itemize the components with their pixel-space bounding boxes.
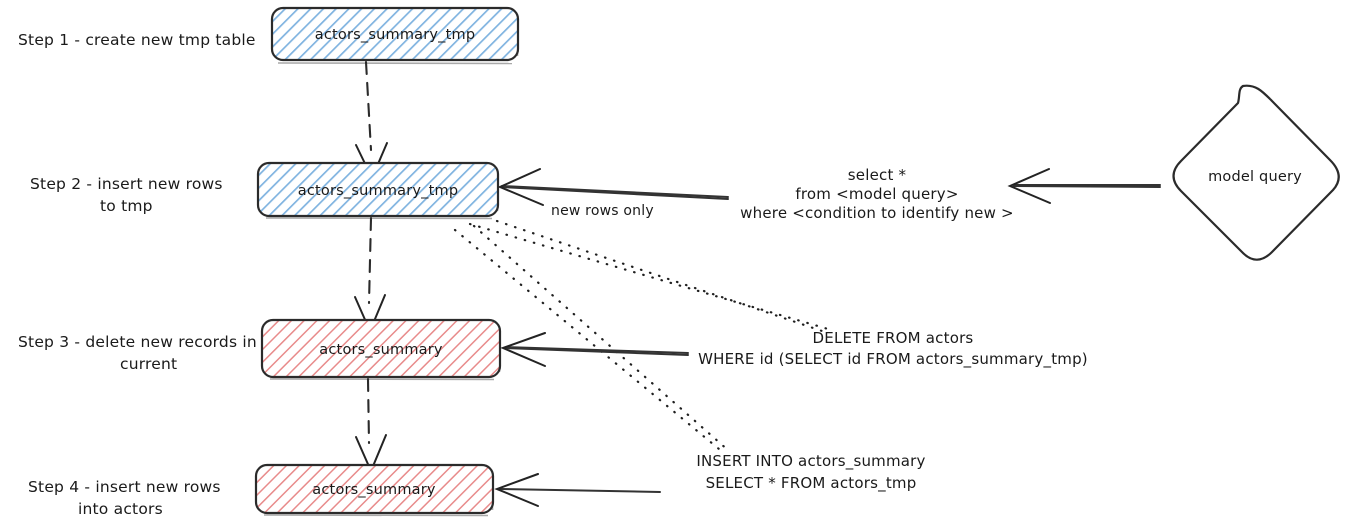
model-query-sql-line-3: where <condition to identify new > [740, 204, 1014, 222]
step-1-label: Step 1 - create new tmp table [18, 31, 256, 49]
step-4-label-line-2: into actors [78, 500, 163, 518]
diamond-shape [1172, 84, 1340, 261]
annotation-new-rows-only: new rows only [551, 203, 654, 219]
node-actors-summary-2[interactable]: actors_summary [254, 463, 495, 517]
step-2-label-line-1: Step 2 - insert new rows [30, 175, 223, 193]
node-actors-summary-1[interactable]: actors_summary [260, 318, 502, 381]
step-4-label-line-1: Step 4 - insert new rows [28, 478, 221, 496]
node-box [254, 463, 495, 515]
node-label: actors_summary_tmp [298, 183, 458, 199]
model-query-sql-line-2: from <model query> [795, 185, 958, 203]
step-3-label-line-1: Step 3 - delete new records in [18, 333, 257, 351]
step-1-group: Step 1 - create new tmp table actors_sum… [18, 6, 520, 65]
model-query-label: model query [1208, 169, 1302, 185]
annotation-model-query-sql: select * from <model query> where <condi… [740, 166, 1014, 222]
connector-diamond-to-sql [1007, 168, 1161, 204]
node-actors-summary-tmp-2[interactable]: actors_summary_tmp [256, 161, 500, 220]
connector-step3-step4 [355, 377, 387, 474]
delete-sql-line-2: WHERE id (SELECT id FROM actors_summary_… [698, 350, 1088, 369]
node-box [256, 161, 500, 218]
node-box [260, 318, 502, 379]
annotation-delete-sql: DELETE FROM actors WHERE id (SELECT id F… [698, 329, 1088, 369]
step-2-label-line-2: to tmp [100, 197, 153, 215]
node-label: actors_summary_tmp [315, 27, 475, 43]
step-3-group: Step 3 - delete new records in current a… [18, 318, 502, 381]
connector-step2-step3 [354, 216, 386, 334]
node-box [270, 6, 520, 62]
connector-model-query-to-step2: new rows only [497, 168, 729, 219]
annotation-insert-sql: INSERT INTO actors_summary SELECT * FROM… [696, 452, 925, 493]
connector-delete-sql-to-step3 [500, 332, 689, 367]
connector-dotted-to-insert-sql [453, 224, 731, 456]
step-2-group: Step 2 - insert new rows to tmp actors_s… [30, 161, 500, 220]
step-4-group: Step 4 - insert new rows into actors act… [28, 463, 495, 518]
node-label: actors_summary [312, 482, 436, 498]
node-actors-summary-tmp-1[interactable]: actors_summary_tmp [270, 6, 520, 65]
delete-sql-line-1: DELETE FROM actors [813, 329, 974, 347]
model-query-sql-line-1: select * [848, 166, 907, 184]
insert-sql-line-2: SELECT * FROM actors_tmp [706, 474, 917, 493]
connector-insert-sql-to-step4 [494, 473, 661, 507]
insert-sql-line-1: INSERT INTO actors_summary [696, 452, 925, 471]
node-model-query[interactable]: model query [1172, 84, 1340, 261]
connector-step1-step2 [355, 60, 388, 181]
node-label: actors_summary [319, 342, 443, 358]
connector-dotted-to-delete-sql [468, 219, 830, 334]
step-3-label-line-2: current [120, 355, 177, 373]
